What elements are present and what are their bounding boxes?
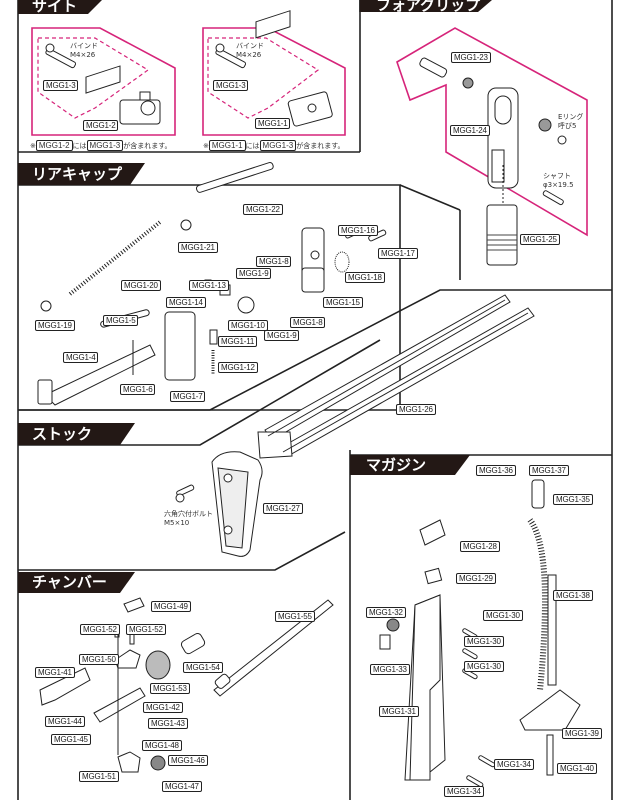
part-label[interactable]: MGG1-48 (142, 740, 182, 751)
header-banner-magazine (350, 455, 470, 475)
part-label[interactable]: MGG1-52 (126, 624, 166, 635)
part-label[interactable]: MGG1-37 (529, 465, 569, 476)
part-label[interactable]: MGG1-31 (379, 706, 419, 717)
part-label-sight-right-sub[interactable]: MGG1-3 (213, 80, 249, 91)
part-label[interactable]: MGG1-32 (366, 607, 406, 618)
part-label[interactable]: MGG1-15 (323, 297, 363, 308)
header-banner-stock (18, 423, 135, 445)
part-label[interactable]: MGG1-28 (460, 541, 500, 552)
bolt-spec-left: バインド M4×26 (70, 42, 98, 59)
section-title-rearcap: リアキャップ (32, 165, 123, 183)
part-label[interactable]: MGG1-19 (35, 320, 75, 331)
part-label[interactable]: MGG1-21 (178, 242, 218, 253)
part-label[interactable]: MGG1-24 (450, 125, 490, 136)
part-label[interactable]: MGG1-34 (494, 759, 534, 770)
part-label-sight-right-main[interactable]: MGG1-1 (255, 118, 291, 129)
part-label[interactable]: MGG1-8 (290, 317, 326, 328)
part-label[interactable]: MGG1-22 (243, 204, 283, 215)
part-label[interactable]: MGG1-44 (45, 716, 85, 727)
header-banner-rearcap (18, 163, 145, 185)
part-label[interactable]: MGG1-8 (256, 256, 292, 267)
section-title-chamber: チャンバー (32, 573, 107, 591)
part-label[interactable]: MGG1-36 (476, 465, 516, 476)
part-label[interactable]: MGG1-50 (79, 654, 119, 665)
sight-parts (45, 10, 333, 127)
part-label[interactable]: MGG1-30 (483, 610, 523, 621)
header-banner-chamber (18, 572, 135, 593)
part-label[interactable]: MGG1-27 (263, 503, 303, 514)
header-banner-foregrip (360, 0, 492, 12)
part-label[interactable]: MGG1-9 (236, 268, 272, 279)
part-label[interactable]: MGG1-26 (396, 404, 436, 415)
part-label[interactable]: MGG1-54 (183, 662, 223, 673)
header-banner-sight (18, 0, 102, 14)
part-label[interactable]: MGG1-45 (51, 734, 91, 745)
part-label[interactable]: MGG1-23 (451, 52, 491, 63)
part-label[interactable]: MGG1-42 (143, 702, 183, 713)
part-label[interactable]: MGG1-35 (553, 494, 593, 505)
section-title-sight: サイト (32, 0, 78, 15)
part-label[interactable]: MGG1-20 (121, 280, 161, 291)
part-label[interactable]: MGG1-43 (148, 718, 188, 729)
section-title-stock: ストック (32, 425, 93, 443)
part-label[interactable]: MGG1-9 (264, 330, 300, 341)
part-label[interactable]: MGG1-18 (345, 272, 385, 283)
part-label[interactable]: MGG1-7 (170, 391, 206, 402)
shaft-spec: シャフト φ3×19.5 (543, 172, 574, 189)
part-label[interactable]: MGG1-16 (338, 225, 378, 236)
part-label[interactable]: MGG1-39 (562, 728, 602, 739)
part-label[interactable]: MGG1-12 (218, 362, 258, 373)
section-title-magazine: マガジン (366, 456, 427, 474)
part-label[interactable]: MGG1-41 (35, 667, 75, 678)
stock-bolt-spec: 六角穴付ボルト M5×10 (164, 510, 213, 527)
part-label[interactable]: MGG1-53 (150, 683, 190, 694)
part-label[interactable]: MGG1-25 (520, 234, 560, 245)
part-label[interactable]: MGG1-55 (275, 611, 315, 622)
part-label[interactable]: MGG1-38 (553, 590, 593, 601)
part-label-sight-left-main[interactable]: MGG1-2 (83, 120, 119, 131)
part-label[interactable]: MGG1-49 (151, 601, 191, 612)
part-label[interactable]: MGG1-40 (557, 763, 597, 774)
part-label[interactable]: MGG1-17 (378, 248, 418, 259)
section-title-foregrip: フォアグリップ (376, 0, 481, 14)
part-label[interactable]: MGG1-6 (120, 384, 156, 395)
foregrip-group-frame (396, 27, 588, 237)
part-label[interactable]: MGG1-51 (79, 771, 119, 782)
part-label[interactable]: MGG1-5 (103, 315, 139, 326)
part-label[interactable]: MGG1-47 (162, 781, 202, 792)
part-label[interactable]: MGG1-33 (370, 664, 410, 675)
part-label[interactable]: MGG1-14 (166, 297, 206, 308)
part-label[interactable]: MGG1-29 (456, 573, 496, 584)
part-label[interactable]: MGG1-34 (444, 786, 484, 797)
part-label-sight-left-sub[interactable]: MGG1-3 (43, 80, 79, 91)
part-label[interactable]: MGG1-52 (80, 624, 120, 635)
part-label[interactable]: MGG1-46 (168, 755, 208, 766)
part-label[interactable]: MGG1-30 (464, 661, 504, 672)
part-label[interactable]: MGG1-11 (218, 336, 258, 347)
bolt-spec-right: バインド M4×26 (236, 42, 264, 59)
part-label[interactable]: MGG1-13 (189, 280, 229, 291)
part-label[interactable]: MGG1-4 (63, 352, 99, 363)
part-label[interactable]: MGG1-10 (228, 320, 268, 331)
eclip-spec: Eリング 呼び5 (558, 113, 584, 130)
part-label[interactable]: MGG1-30 (464, 636, 504, 647)
